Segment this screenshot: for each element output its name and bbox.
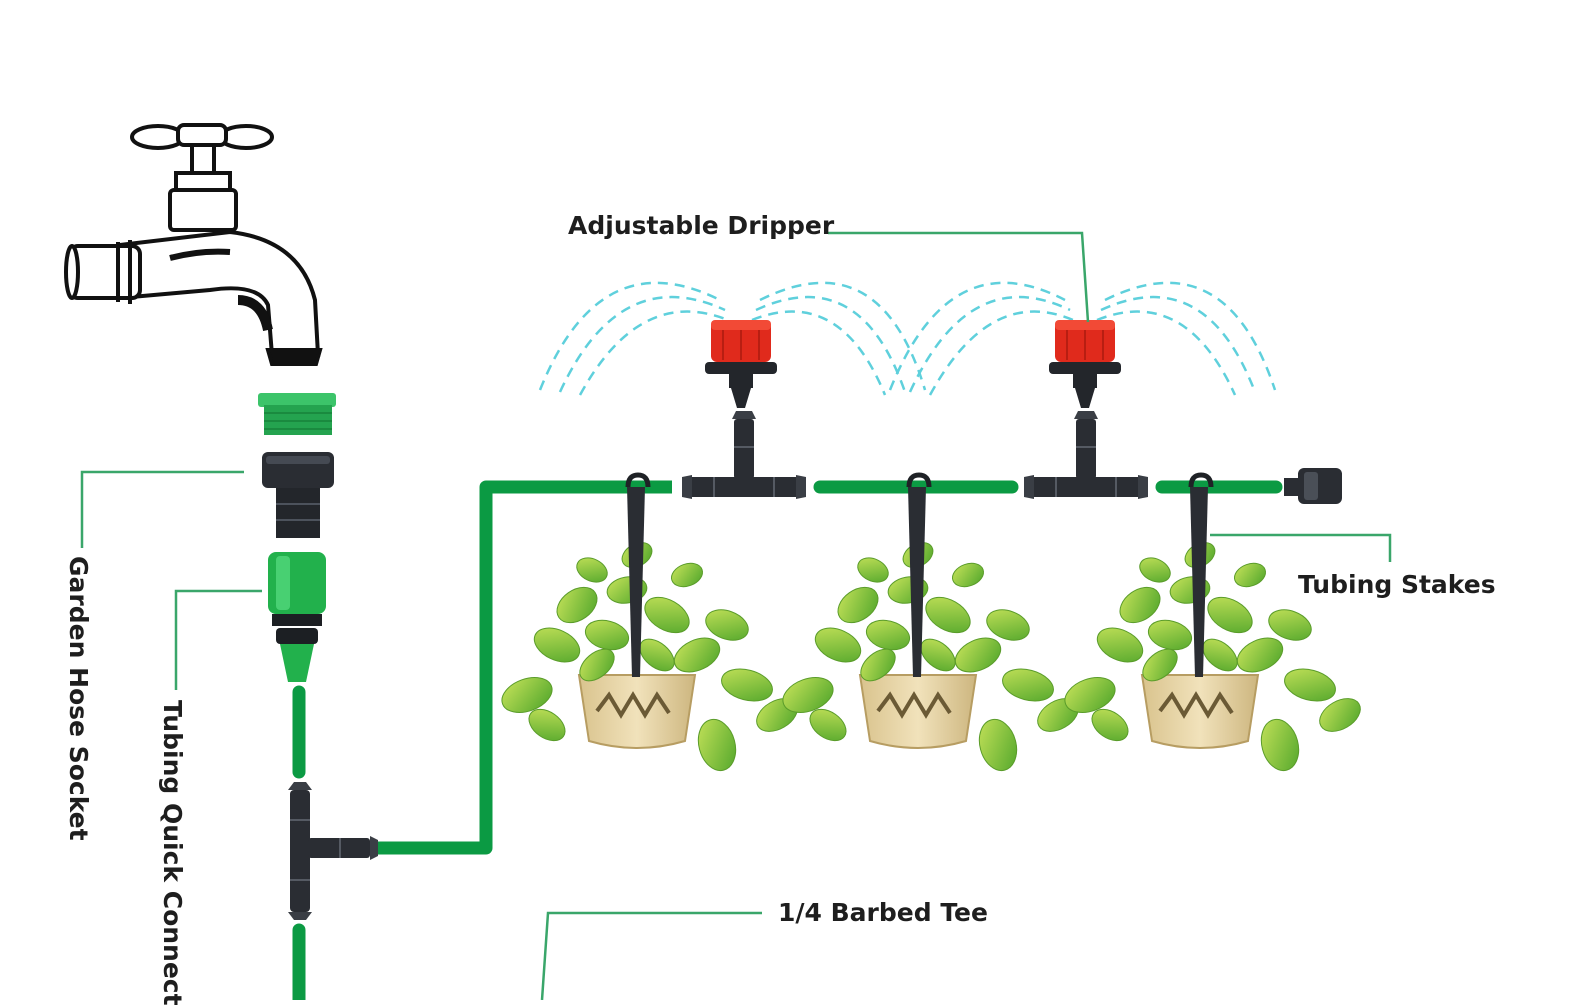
barbed-tee-icon [1023,410,1149,500]
potted-plant-icon [776,535,1087,777]
label-tubing-quick-connect: Tubing Quick Connect [158,700,187,1006]
leader-lines [80,231,1392,1000]
quick-connector-icon [262,452,334,538]
hose-socket-icon [258,393,336,435]
dripper-icon [704,319,778,409]
water-spray-arcs [538,281,1277,396]
faucet-icon [64,123,323,366]
leader-barbed-tee [540,911,762,1000]
end-plug-icon [1284,468,1342,504]
label-adjustable-dripper: Adjustable Dripper [568,211,835,240]
tubing-quick-connect-icon [268,552,326,682]
potted-plant-icon [495,535,806,777]
branch-tube [378,480,672,855]
barbed-tee-icon [288,782,378,920]
leader-tubing-quick-connect [174,589,262,690]
label-tubing-stakes: Tubing Stakes [1298,570,1496,599]
leader-garden-hose-socket [80,470,244,548]
label-garden-hose-socket: Garden Hose Socket [64,556,93,841]
barbed-tee-icon [681,410,807,500]
leader-adjustable-dripper [828,231,1090,323]
dripper-icon [1048,319,1122,409]
label-barbed-tee: 1/4 Barbed Tee [778,898,988,927]
leader-tubing-stakes [1210,533,1392,562]
